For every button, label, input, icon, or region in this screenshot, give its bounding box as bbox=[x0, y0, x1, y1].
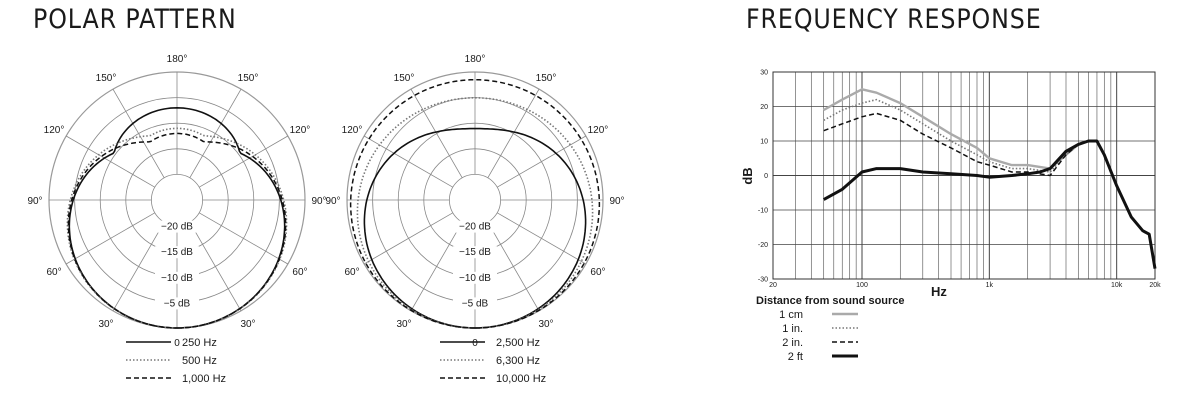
polar-angle-label: 120° bbox=[588, 125, 609, 136]
polar-angle-label: 150° bbox=[96, 73, 117, 84]
polar-legend-label: 1,000 Hz bbox=[182, 373, 226, 385]
polar-ring-label: −5 dB bbox=[462, 298, 489, 309]
polar-legend-label: 2,500 Hz bbox=[496, 337, 540, 349]
polar-angle-label: 0 bbox=[174, 338, 180, 349]
polar-spoke bbox=[363, 135, 454, 188]
polar-spoke bbox=[363, 212, 454, 265]
freq-x-tick-label: 20 bbox=[769, 282, 777, 289]
polar-spoke bbox=[112, 221, 165, 312]
freq-y-tick-label: -20 bbox=[758, 242, 768, 249]
polar-angle-label: 60° bbox=[292, 267, 307, 278]
polar-angle-label: 120° bbox=[44, 125, 65, 136]
freq-x-tick-label: 10k bbox=[1111, 282, 1123, 289]
freq-plot-border bbox=[772, 71, 1156, 280]
polar-ring-label: −10 dB bbox=[161, 273, 193, 284]
polar-legend-label: 500 Hz bbox=[182, 355, 217, 367]
polar-spoke bbox=[410, 88, 463, 179]
freq-y-tick-label: 20 bbox=[760, 104, 768, 111]
polar-spoke bbox=[496, 212, 587, 265]
polar-angle-label: 180° bbox=[465, 54, 486, 65]
ring-label-bg bbox=[453, 246, 497, 259]
polar-angle-label: 150° bbox=[238, 73, 259, 84]
polar-pattern-heading: POLAR PATTERN bbox=[33, 4, 237, 35]
ring-label-bg bbox=[155, 246, 199, 259]
polar-angle-label: 30° bbox=[396, 319, 411, 330]
polar-angle-label: 120° bbox=[342, 125, 363, 136]
polar-ring-label: −15 dB bbox=[161, 247, 193, 258]
polar-spoke bbox=[410, 221, 463, 312]
polar-spoke bbox=[112, 88, 165, 179]
freq-legend-label: 1 in. bbox=[782, 323, 803, 335]
polar-ring-label: −15 dB bbox=[459, 247, 491, 258]
polar-angle-label: 60° bbox=[46, 267, 61, 278]
polar-spoke bbox=[198, 212, 289, 265]
freq-series-4 bbox=[822, 139, 1157, 269]
polar-angle-label: 90° bbox=[325, 196, 340, 207]
polar-legend-label: 250 Hz bbox=[182, 337, 217, 349]
polar-angle-label: 60° bbox=[344, 267, 359, 278]
polar-spoke bbox=[496, 135, 587, 188]
freq-series-3 bbox=[823, 112, 1097, 177]
polar-spoke bbox=[65, 212, 156, 265]
polar-angle-label: 180° bbox=[167, 54, 188, 65]
freq-y-tick-label: -10 bbox=[758, 208, 768, 215]
polar-angle-label: 120° bbox=[290, 125, 311, 136]
polar-angle-label: 150° bbox=[394, 73, 415, 84]
freq-y-axis-label: dB bbox=[740, 167, 755, 184]
polar-spoke bbox=[189, 221, 242, 312]
polar-spoke bbox=[198, 135, 289, 188]
ring-label-bg bbox=[155, 220, 199, 233]
ring-label-bg bbox=[155, 297, 199, 310]
polar-angle-label: 90° bbox=[311, 196, 326, 207]
ring-label-bg bbox=[453, 271, 497, 284]
freq-series-2 bbox=[823, 98, 1097, 173]
polar-ring bbox=[150, 173, 203, 226]
polar-chart-2: 0 30° 60° 90° 120° 150° 180° 150° 120° 90° 60° 30° −… bbox=[325, 54, 624, 385]
ring-label-bg bbox=[453, 220, 497, 233]
polar-angle-label: 90° bbox=[27, 196, 42, 207]
polar-legend-label: 6,300 Hz bbox=[496, 355, 540, 367]
freq-legend-label: 2 in. bbox=[782, 337, 803, 349]
freq-series-1 bbox=[823, 88, 1097, 170]
freq-y-tick-label: 0 bbox=[764, 173, 768, 180]
polar-ring bbox=[448, 173, 501, 226]
freq-y-tick-label: 30 bbox=[760, 70, 768, 77]
polar-spoke bbox=[487, 221, 540, 312]
polar-angle-label: 150° bbox=[536, 73, 557, 84]
freq-legend-title: Distance from sound source bbox=[756, 295, 905, 307]
polar-ring-label: −5 dB bbox=[164, 298, 191, 309]
polar-angle-label: 0 bbox=[472, 338, 478, 349]
polar-angle-label: 30° bbox=[240, 319, 255, 330]
freq-y-tick-label: 10 bbox=[760, 139, 768, 146]
polar-ring-label: −10 dB bbox=[459, 273, 491, 284]
frequency-response-heading: FREQUENCY RESPONSE bbox=[746, 4, 1042, 35]
polar-spoke bbox=[487, 88, 540, 179]
polar-angle-label: 30° bbox=[98, 319, 113, 330]
polar-angle-label: 60° bbox=[590, 267, 605, 278]
freq-x-tick-label: 100 bbox=[856, 282, 868, 289]
polar-legend-label: 10,000 Hz bbox=[496, 373, 546, 385]
polar-chart-1: 0 30° 60° 90° 120° 150° 180° 150° 120° 90° 60° 30° −… bbox=[27, 54, 326, 385]
freq-y-tick-label: -30 bbox=[758, 277, 768, 284]
polar-series-2 bbox=[356, 97, 594, 329]
polar-angle-label: 90° bbox=[609, 196, 624, 207]
ring-label-bg bbox=[453, 297, 497, 310]
polar-spoke bbox=[189, 88, 242, 179]
freq-legend-label: 2 ft bbox=[788, 351, 803, 363]
freq-legend-label: 1 cm bbox=[779, 309, 803, 321]
polar-series-3 bbox=[67, 132, 287, 329]
ring-label-bg bbox=[155, 271, 199, 284]
freq-x-tick-label: 20k bbox=[1149, 282, 1161, 289]
freq-x-axis-label: Hz bbox=[931, 284, 947, 299]
polar-series-1 bbox=[363, 127, 587, 329]
polar-spoke bbox=[65, 135, 156, 188]
polar-ring-label: −20 dB bbox=[459, 222, 491, 233]
polar-series-2 bbox=[66, 127, 288, 329]
polar-angle-label: 30° bbox=[538, 319, 553, 330]
freq-x-tick-label: 1k bbox=[986, 282, 994, 289]
polar-ring-label: −20 dB bbox=[161, 222, 193, 233]
